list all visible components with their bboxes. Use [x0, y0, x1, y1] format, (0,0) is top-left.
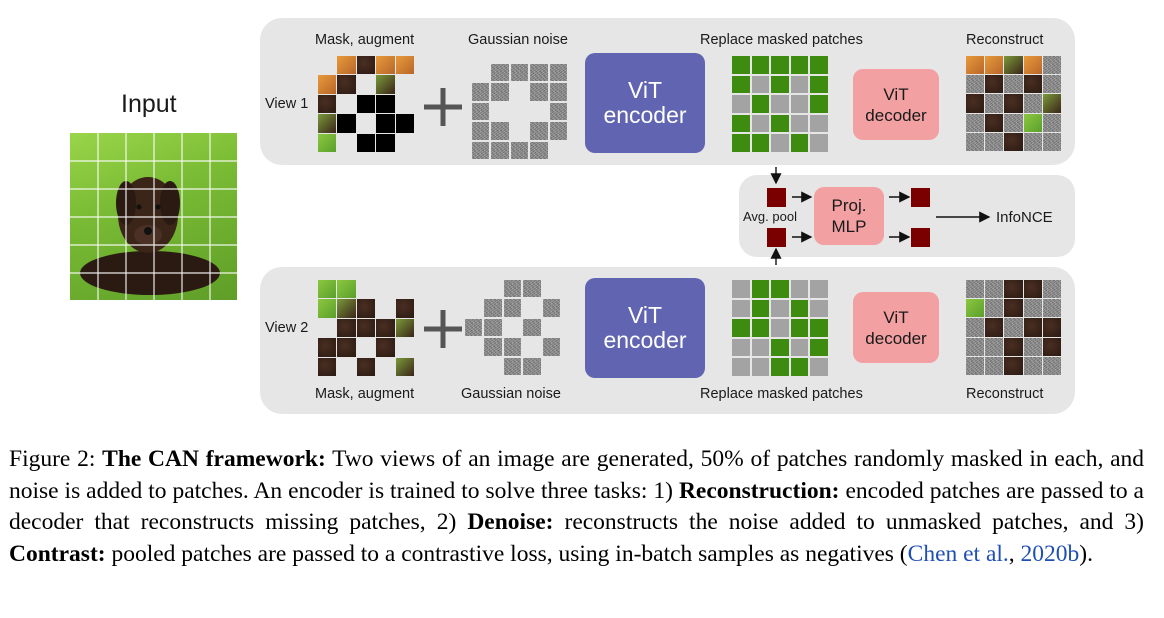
- caption-text: pooled patches are passed to a contrasti…: [111, 540, 908, 567]
- view2-masked-patches: [318, 280, 414, 376]
- task-reconstruction: Reconstruction:: [678, 477, 840, 504]
- view2-replaced-patches: [732, 280, 828, 376]
- dog-illustration: [70, 133, 237, 300]
- caption-title: The CAN framework:: [102, 446, 326, 472]
- figure-caption: Figure 2: The CAN framework: Two views o…: [9, 444, 1144, 570]
- view2-reconstruction: [966, 280, 1061, 375]
- contrast-arrows: [770, 167, 991, 265]
- pooled-feature-view1: [767, 188, 786, 207]
- view1-replaced-patches: [732, 56, 828, 152]
- infonce-label: InfoNCE: [996, 209, 1053, 226]
- caption-text: Two views of an image are generated, 50%…: [9, 446, 1145, 504]
- view1-mask-label: Mask, augment: [315, 32, 415, 48]
- pooled-feature-view2: [767, 228, 786, 247]
- contrast-panel: [739, 175, 1075, 257]
- view1-masked-patches: [318, 56, 414, 152]
- avg-pool-label: Avg. pool: [743, 209, 797, 224]
- view2-noise-patches: [465, 280, 560, 375]
- figure-number: Figure 2:: [9, 446, 96, 472]
- task-contrast: Contrast:: [9, 540, 106, 567]
- view1-label: View 1: [265, 96, 309, 112]
- view2-mask-label: Mask, augment: [315, 386, 415, 402]
- view1-replace-label: Replace masked patches: [700, 32, 863, 48]
- view2-noise-label: Gaussian noise: [461, 386, 561, 402]
- citation-year-link[interactable]: 2020b: [1020, 540, 1080, 567]
- view2-label: View 2: [265, 320, 309, 336]
- plus-icon: [424, 310, 462, 348]
- input-image: [70, 133, 237, 300]
- caption-text: encoded patches are passed to a decoder …: [9, 477, 1144, 536]
- proj-mlp-box: Proj.MLP: [814, 187, 884, 245]
- view2-reconstruct-label: Reconstruct: [966, 386, 1044, 402]
- view1-reconstruct-label: Reconstruct: [966, 32, 1044, 48]
- task-denoise: Denoise:: [467, 509, 554, 535]
- plus-icon: [424, 88, 462, 126]
- view2-replace-label: Replace masked patches: [700, 386, 863, 402]
- projected-feature-view2: [911, 228, 930, 247]
- view1-noise-label: Gaussian noise: [468, 32, 568, 48]
- view1-reconstruction: [966, 56, 1061, 151]
- view1-noise-patches: [472, 64, 567, 159]
- projected-feature-view1: [911, 188, 930, 207]
- caption-text: ,: [1008, 540, 1015, 567]
- citation-author-link[interactable]: Chen et al.: [907, 540, 1009, 567]
- caption-text: reconstructs the noise added to unmasked…: [564, 509, 1145, 535]
- input-label: Input: [121, 90, 177, 118]
- caption-text: ).: [1079, 540, 1093, 567]
